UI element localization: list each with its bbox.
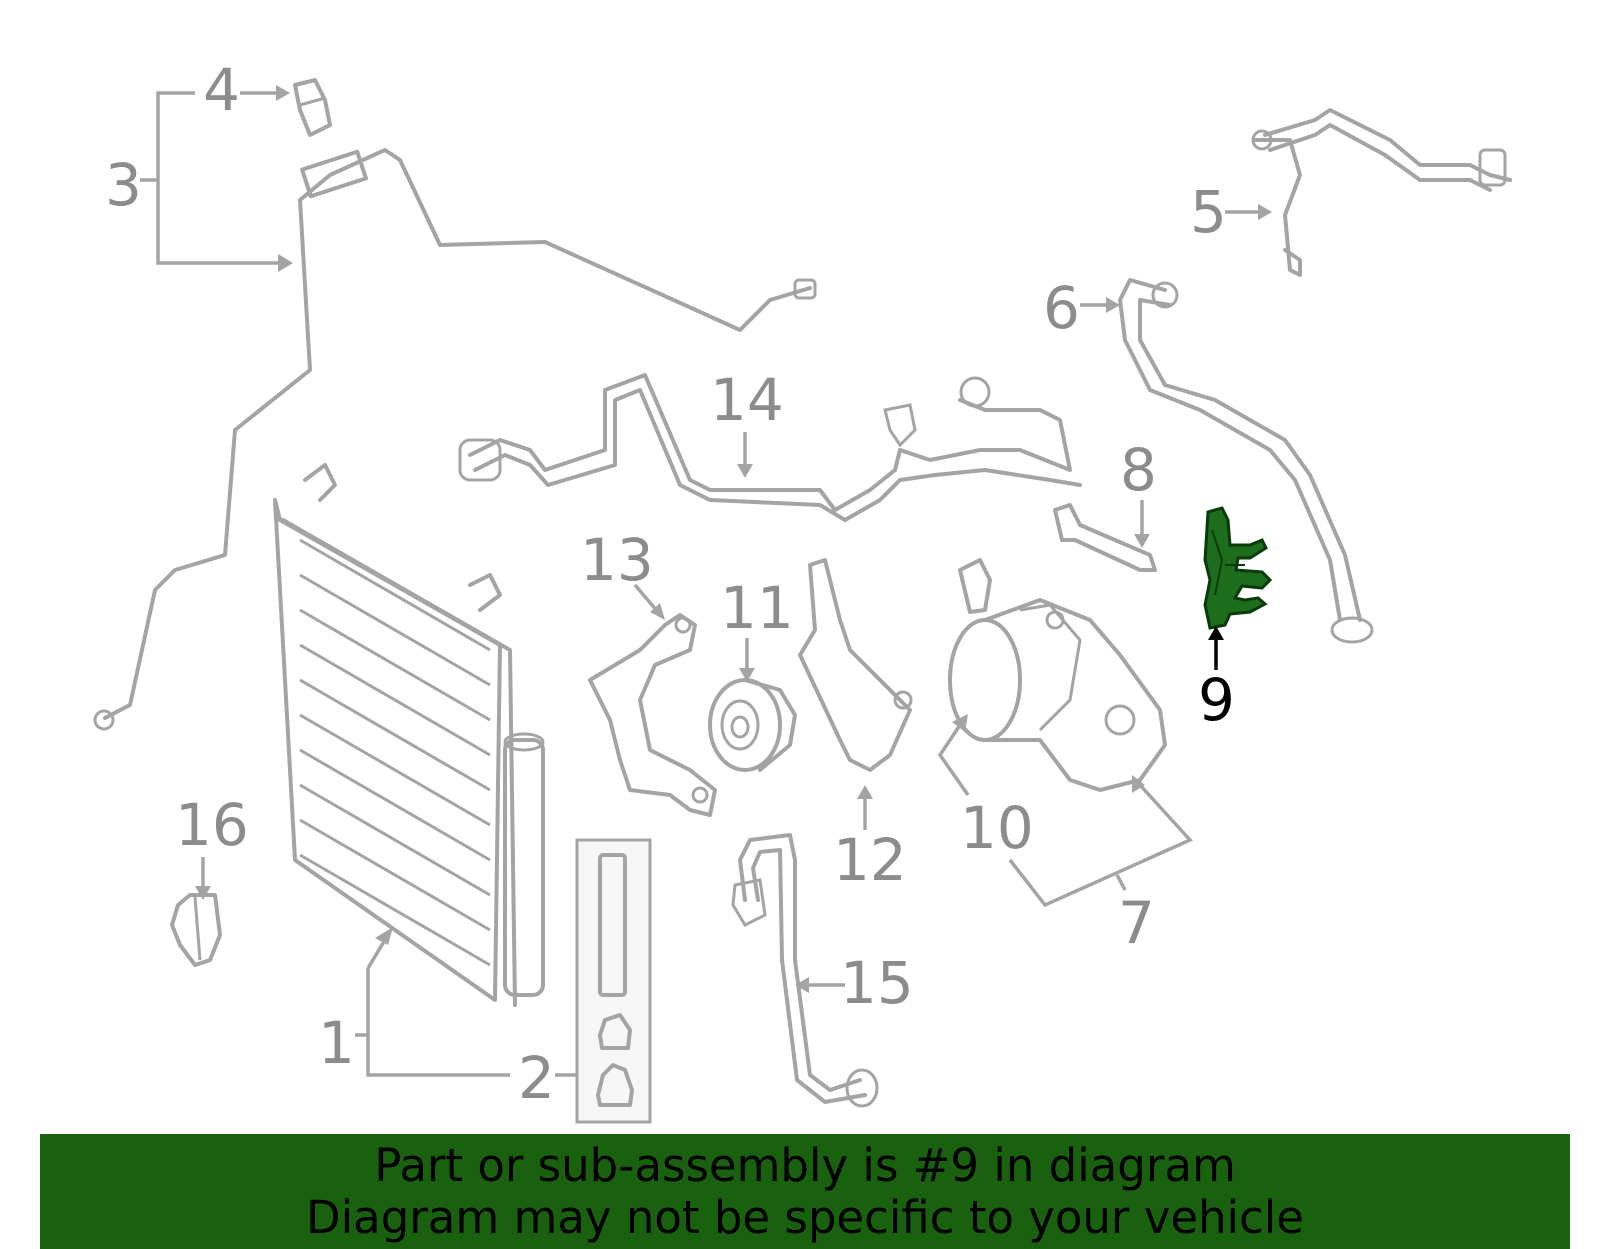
part-12-compressor-bracket[interactable] (798, 558, 913, 772)
part-5-hose-assembly[interactable] (1251, 108, 1512, 277)
info-banner: Part or sub-assembly is #9 in diagram Di… (40, 1134, 1570, 1249)
part-1-condenser[interactable] (273, 463, 545, 1007)
part-7-compressor-assembly[interactable] (948, 558, 1167, 792)
banner-line-1: Part or sub-assembly is #9 in diagram (374, 1138, 1236, 1192)
part-8-bolt[interactable] (1053, 503, 1157, 572)
callout-label-15[interactable]: 15 (840, 949, 914, 1017)
banner-line-2: Diagram may not be specific to your vehi… (306, 1190, 1304, 1244)
part-15-suction-line[interactable] (731, 833, 879, 1108)
callout-label-11[interactable]: 11 (720, 574, 794, 642)
callout-label-8[interactable]: 8 (1120, 436, 1157, 504)
callout-label-5[interactable]: 5 (1190, 178, 1227, 246)
callout-label-2[interactable]: 2 (518, 1044, 555, 1112)
callout-labels: 1 2 3 4 5 6 7 8 9 10 11 12 13 14 15 16 (105, 56, 1235, 1112)
callout-label-9[interactable]: 9 (1198, 666, 1235, 734)
callout-label-10[interactable]: 10 (960, 794, 1034, 862)
part-4-pressure-sensor[interactable] (293, 78, 332, 137)
part-14-discharge-line[interactable] (458, 373, 1082, 522)
callout-lines (140, 85, 1272, 1077)
callout-label-13[interactable]: 13 (580, 526, 654, 594)
callout-label-7[interactable]: 7 (1118, 889, 1155, 957)
callout-label-6[interactable]: 6 (1043, 274, 1080, 342)
callout-label-1[interactable]: 1 (318, 1009, 355, 1077)
part-16-sensor[interactable] (170, 893, 222, 967)
part-6-hose[interactable] (1118, 278, 1374, 644)
callout-label-4[interactable]: 4 (203, 56, 240, 124)
part-13-bracket[interactable] (588, 613, 717, 817)
callout-label-3[interactable]: 3 (105, 151, 142, 219)
callout-label-12[interactable]: 12 (833, 826, 907, 894)
part-11-idler-pulley[interactable] (708, 678, 797, 772)
part-9-highlighted-bracket[interactable] (1203, 506, 1273, 630)
callout-label-14[interactable]: 14 (710, 366, 784, 434)
callout-label-16[interactable]: 16 (175, 791, 249, 859)
part-3-refrigerant-line[interactable] (93, 148, 817, 731)
part-2-desiccant-kit[interactable] (575, 838, 652, 1124)
